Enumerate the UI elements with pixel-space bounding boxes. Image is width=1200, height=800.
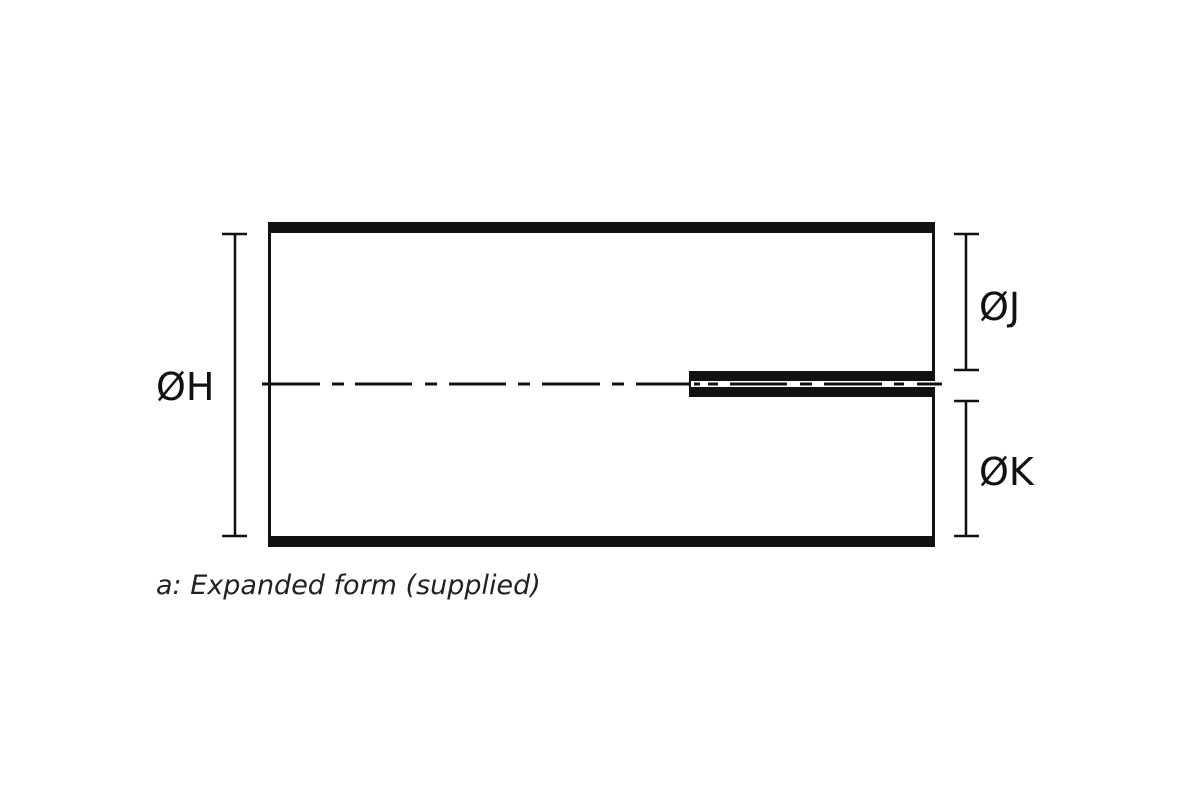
dimension-k xyxy=(954,399,979,538)
label-diameter-k: ØK xyxy=(979,450,1034,494)
caption: a: Expanded form (supplied) xyxy=(156,570,541,601)
seam-slit-gap xyxy=(691,381,935,387)
top-wall xyxy=(268,222,935,233)
dimension-j xyxy=(954,232,979,372)
dimension-h xyxy=(222,232,247,538)
label-diameter-j: ØJ xyxy=(979,285,1021,329)
label-diameter-h: ØH xyxy=(156,365,215,409)
bottom-wall xyxy=(268,536,935,547)
